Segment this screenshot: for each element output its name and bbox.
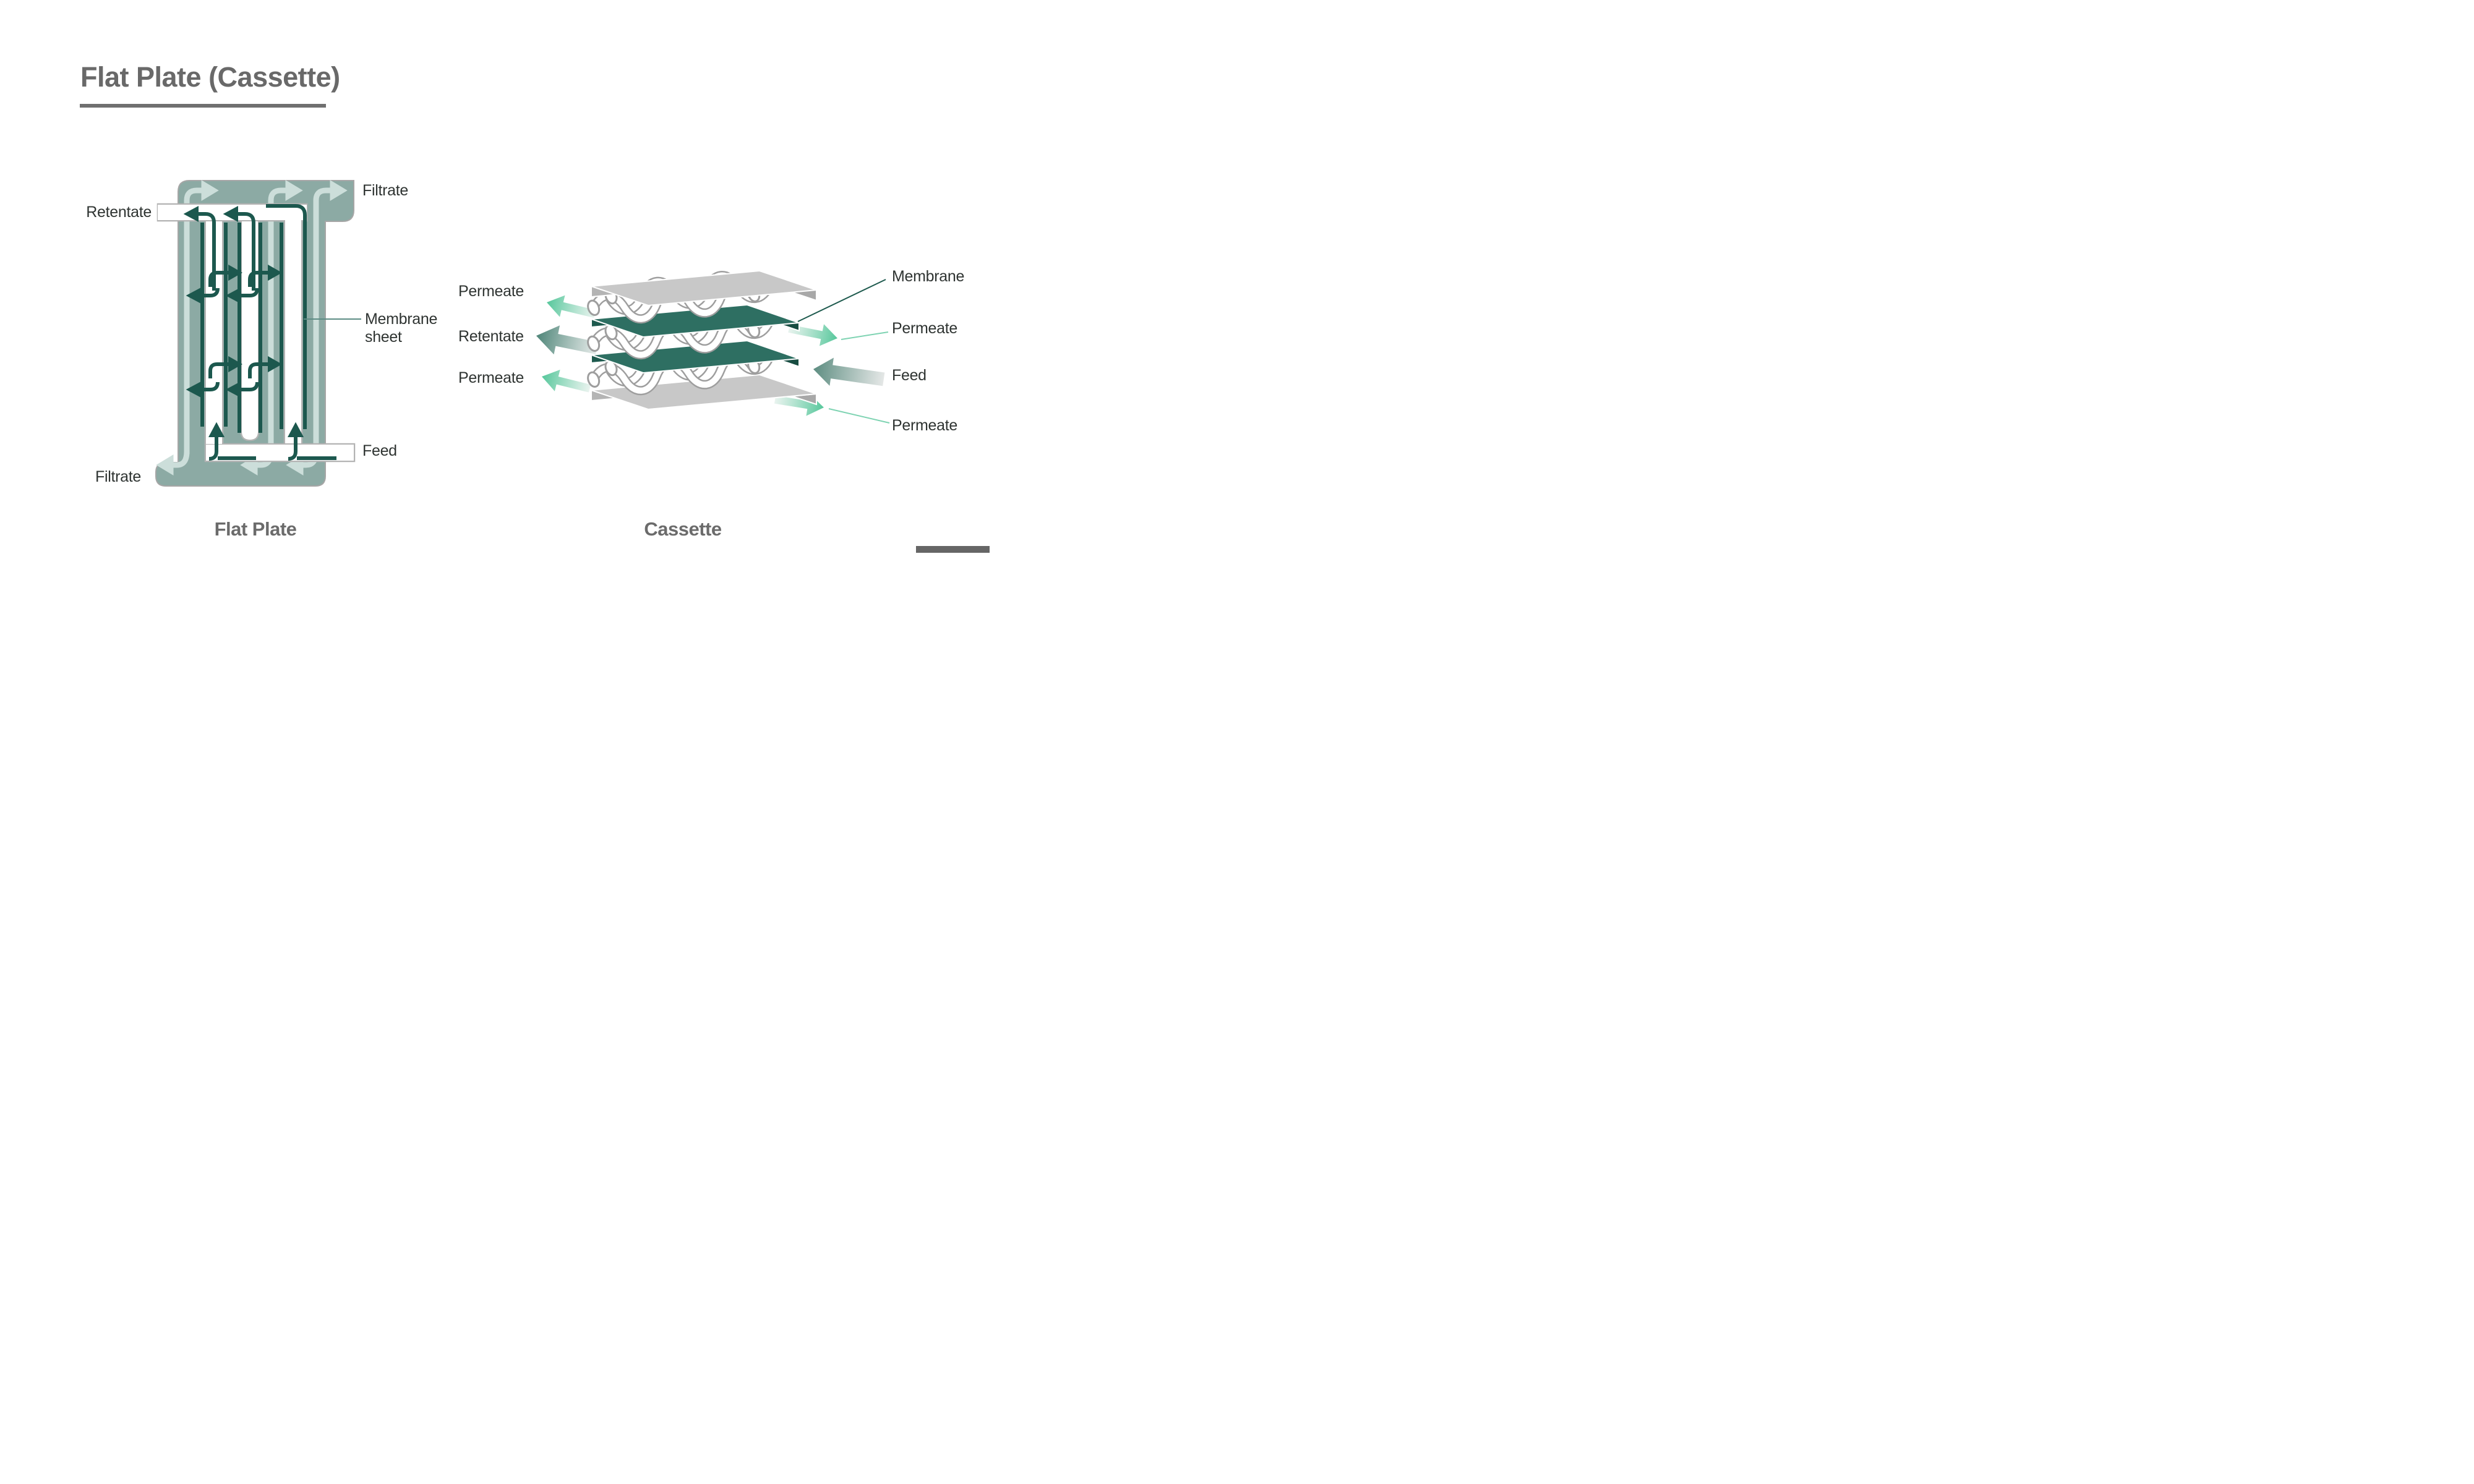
accent-bar: [916, 546, 990, 553]
label-feed: Feed: [362, 442, 397, 459]
label-permeate-right-bottom: Permeate: [892, 417, 957, 434]
membrane-leader-line: [797, 279, 886, 322]
slide: Flat Plate (Cassette): [0, 0, 990, 594]
label-retentate-left: Retentate: [458, 328, 524, 345]
caption-flat-plate: Flat Plate: [215, 518, 297, 540]
label-filtrate-bottom: Filtrate: [95, 468, 141, 485]
title-underline: [80, 104, 326, 108]
label-filtrate-top: Filtrate: [362, 182, 408, 199]
label-feed-right: Feed: [892, 367, 927, 384]
cassette-top-plate: [591, 270, 817, 307]
permeate-top-leader-line: [841, 331, 889, 340]
label-membrane-right: Membrane: [892, 268, 964, 285]
cassette-diagram: Permeate Retentate Permeate Membrane Per…: [458, 268, 964, 540]
label-membrane-sheet-line1: Membrane: [365, 310, 437, 328]
label-membrane-sheet-line2: sheet: [365, 328, 402, 346]
membrane-stripes: [200, 204, 336, 460]
page-title: Flat Plate (Cassette): [80, 61, 340, 93]
flat-plate-diagram: Filtrate Retentate Membrane sheet Feed F…: [86, 180, 437, 540]
label-permeate-left-top: Permeate: [458, 283, 524, 300]
caption-cassette: Cassette: [644, 518, 721, 540]
label-permeate-left-bottom: Permeate: [458, 369, 524, 386]
label-permeate-right-top: Permeate: [892, 320, 957, 337]
label-retentate: Retentate: [86, 203, 152, 221]
cassette-bottom-plate: [591, 373, 817, 411]
diagram-canvas: Flat Plate (Cassette): [80, 61, 990, 553]
permeate-arrow-left-bottom: [539, 365, 593, 399]
permeate-bottom-leader-line: [828, 408, 890, 424]
feed-flow-arrows: [183, 206, 304, 461]
filtrate-flow-arrows: [156, 180, 348, 475]
feed-arrow: [811, 355, 886, 394]
